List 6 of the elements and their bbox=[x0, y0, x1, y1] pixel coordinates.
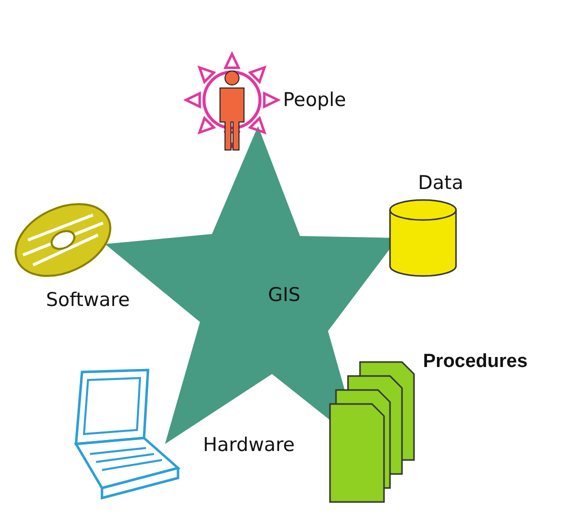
component-label: Software bbox=[46, 289, 130, 311]
star-label: GIS bbox=[268, 284, 300, 306]
component-label: Hardware bbox=[203, 434, 295, 456]
component-label: Procedures bbox=[423, 351, 528, 373]
component-label: Data bbox=[418, 172, 464, 194]
component-label: People bbox=[283, 89, 346, 111]
